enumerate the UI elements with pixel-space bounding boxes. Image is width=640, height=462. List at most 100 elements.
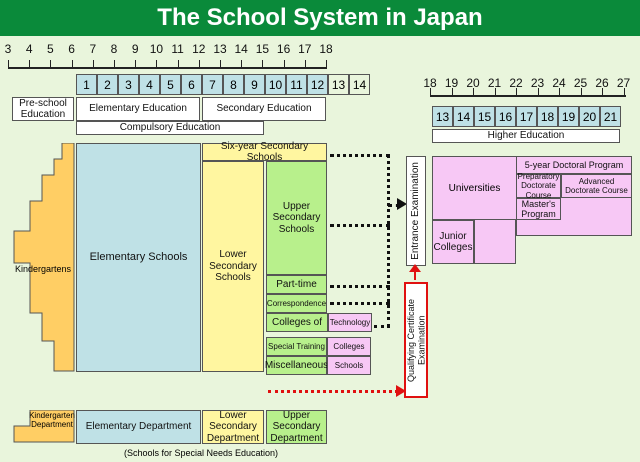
elementary-education-label: Elementary Education [76, 97, 200, 121]
age-tick [220, 60, 221, 69]
age-tick [50, 60, 52, 69]
special-training: Special Training [266, 337, 327, 356]
grade-box: 4 [139, 74, 160, 95]
grade-box: 12 [307, 74, 328, 95]
kindergartens-label: Kindergartens [14, 264, 72, 274]
age-label: 7 [89, 42, 97, 56]
preschool-label: Pre-school Education [12, 97, 74, 121]
age-label: 16 [276, 42, 291, 56]
age-tick [580, 88, 582, 97]
age-tick [92, 60, 94, 69]
age-tick [241, 60, 243, 69]
kindergarten-dept-shape [13, 410, 75, 443]
grade-box: 17 [516, 106, 537, 127]
age-label: 6 [68, 42, 75, 56]
lower-secondary-schools: Lower Secondary Schools [202, 161, 264, 372]
miscellaneous: Miscellaneous [265, 356, 328, 375]
part-time: Part-time [266, 275, 327, 294]
age-label: 27 [616, 76, 631, 90]
grade-box: 11 [286, 74, 307, 95]
arrow-head-icon [397, 198, 407, 210]
dotted-line [330, 154, 390, 157]
age-tick [283, 60, 285, 69]
age-label: 18 [319, 42, 333, 56]
age-tick [198, 60, 200, 69]
technology: Technology [328, 313, 372, 332]
age-label: 4 [25, 42, 33, 56]
age-tick [135, 60, 137, 69]
age-label: 8 [110, 42, 118, 56]
kindergarten-shape [13, 143, 75, 372]
age-tick [623, 88, 625, 97]
age-label: 17 [298, 42, 312, 56]
age-label: 19 [444, 76, 459, 90]
age-label: 21 [487, 76, 502, 90]
age-tick [114, 60, 115, 69]
upper-secondary-schools: Upper Secondary Schools [266, 161, 327, 275]
dotted-line [330, 224, 390, 227]
kindergarten-department: Kindergarten Department [29, 411, 75, 429]
grade-box: 15 [474, 106, 495, 127]
upper-secondary-department: Upper Secondary Department [266, 410, 327, 444]
age-tick [177, 60, 179, 69]
age-tick [8, 60, 9, 69]
grade-box: 14 [349, 74, 370, 95]
red-arrow-head-icon [396, 385, 406, 397]
grade-box: 3 [118, 74, 139, 95]
grade-box: 20 [579, 106, 600, 127]
doctoral-5year: 5-year Doctoral Program [516, 156, 632, 174]
age-tick [29, 60, 31, 69]
grade-box: 5 [160, 74, 181, 95]
age-tick [451, 88, 453, 97]
age-label: 23 [530, 76, 545, 90]
age-label: 3 [4, 42, 12, 56]
age-tick [326, 60, 327, 69]
age-label: 24 [552, 76, 566, 90]
age-tick [537, 88, 539, 97]
colleges-of: Colleges of [266, 313, 328, 332]
grade-box: 18 [537, 106, 558, 127]
prep-doctorate: Preparatory Doctorate Course [516, 172, 561, 200]
age-tick [156, 60, 158, 69]
age-axis-line [8, 67, 326, 69]
grade-box: 13 [328, 74, 349, 95]
six-year-secondary: Six-year Secondary Schools [202, 141, 327, 163]
higher-education-label: Higher Education [432, 129, 620, 143]
red-arrow-line [414, 266, 416, 280]
red-arrow-up-icon [409, 264, 421, 272]
age-tick [71, 60, 73, 69]
grade-box: 13 [432, 106, 453, 127]
age-label: 13 [213, 42, 227, 56]
red-dotted-line [268, 390, 398, 393]
universities-label: Universities [432, 156, 516, 220]
grade-box: 16 [495, 106, 516, 127]
qualifying-exam: Qualifying Certificate Examination [404, 282, 428, 398]
age-tick [304, 60, 306, 69]
dotted-line [387, 154, 390, 328]
grade-box: 7 [202, 74, 223, 95]
age-tick [559, 88, 560, 97]
age-tick [494, 88, 496, 97]
advanced-doctorate: Advanced Doctorate Course [561, 174, 632, 198]
special-needs-caption: (Schools for Special Needs Education) [123, 448, 279, 458]
age-tick [262, 60, 264, 69]
grade-box: 9 [244, 74, 265, 95]
grade-box: 8 [223, 74, 244, 95]
grade-box: 21 [600, 106, 621, 127]
colleges: Colleges [327, 337, 371, 356]
age-label: 5 [47, 42, 54, 56]
dotted-line [374, 325, 390, 328]
lower-secondary-department: Lower Secondary Department [202, 410, 264, 444]
age-tick [473, 88, 474, 97]
grade-box: 10 [265, 74, 286, 95]
dotted-line [330, 285, 390, 288]
grade-box: 1 [76, 74, 97, 95]
entrance-examination: Entrance Examination [406, 156, 426, 266]
secondary-education-label: Secondary Education [202, 97, 326, 121]
grade-box: 2 [97, 74, 118, 95]
age-tick [602, 88, 603, 97]
age-label: 25 [573, 76, 588, 90]
schools: Schools [327, 356, 371, 375]
age-label: 11 [171, 42, 184, 56]
age-label: 14 [234, 42, 248, 56]
